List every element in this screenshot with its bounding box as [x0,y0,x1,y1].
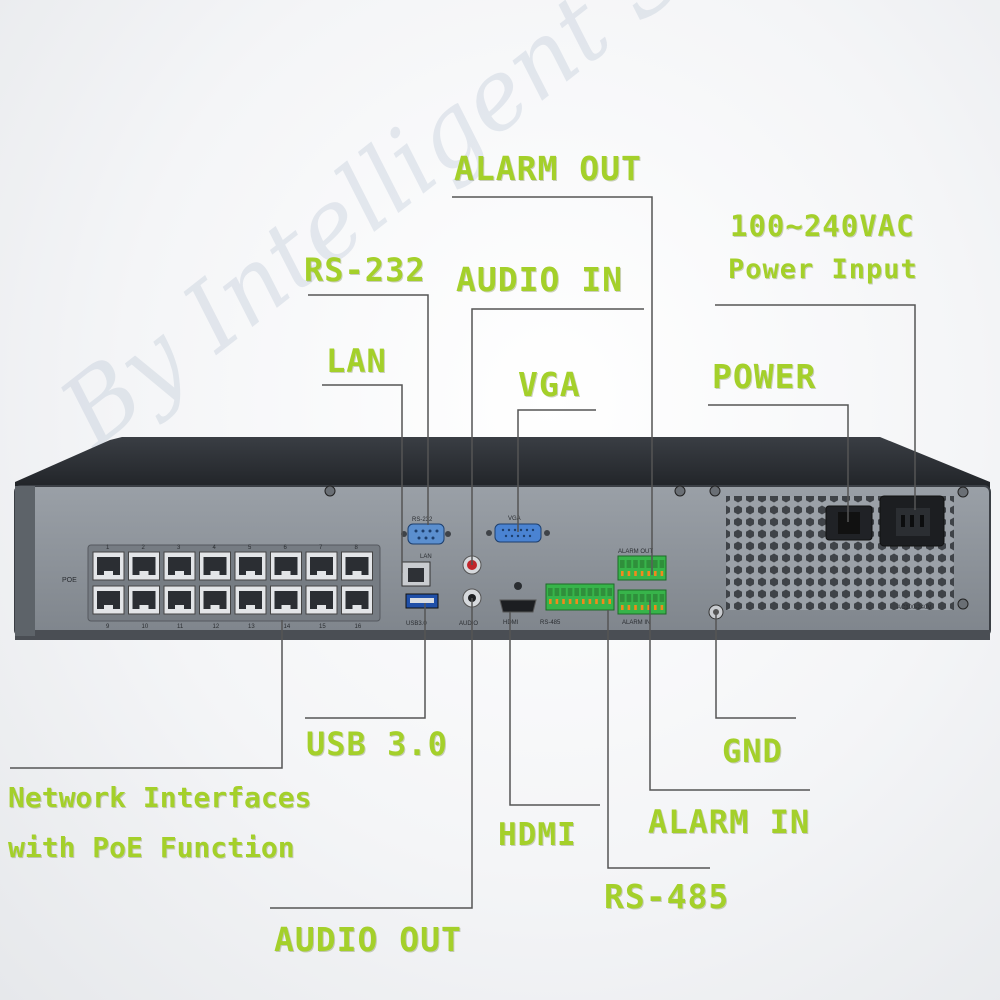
ac-panel-label: AC100-240V [897,605,931,611]
leader-lines [10,196,916,909]
rs232-port [407,523,445,545]
label-rs232: RS-232 [304,251,426,289]
poe-label: POE [62,577,77,584]
usb-panel-label: USB3.0 [406,621,427,627]
label-poe-function: with PoE Function [8,831,295,864]
port-number: 11 [177,624,184,630]
label-hdmi: HDMI [498,817,577,853]
port-number: 9 [106,624,110,630]
port-number: 3 [177,545,181,551]
alarm-out-panel-label: ALARM OUT [618,549,653,555]
port-number: 2 [142,545,146,551]
screw [957,598,969,610]
label-gnd: GND [722,732,783,770]
port-number: 5 [248,545,252,551]
port-number: 12 [213,624,220,630]
port-number: 13 [248,624,255,630]
rs232-panel-label: RS-232 [412,517,433,523]
label-alarm-in: ALARM IN [648,803,811,841]
rs485-terminal [545,583,615,611]
port-number: 6 [284,545,288,551]
port-number: 15 [319,624,326,630]
port-number: 7 [319,545,323,551]
port-number: 1 [106,545,110,551]
label-alarm-out: ALARM OUT [454,149,642,188]
screw [957,486,969,498]
screw [324,485,336,497]
rj45-ports [92,551,373,615]
label-audio-out: AUDIO OUT [274,920,462,959]
label-vga: VGA [518,365,581,404]
screw [709,485,721,497]
port-number: 4 [213,545,217,551]
hdmi-panel-label: HDMI [503,620,519,626]
hdmi-port [499,599,537,613]
port-number: 16 [355,624,362,630]
alarm-in-panel-label: ALARM IN [622,620,650,626]
label-audio-in: AUDIO IN [456,260,623,299]
lan-panel-label: LAN [420,554,432,560]
label-power-input: Power Input [728,254,918,285]
port-number: 8 [355,545,359,551]
label-lan: LAN [326,342,387,380]
port-number: 14 [284,624,291,630]
label-rs485: RS-485 [604,877,730,916]
label-power: POWER [712,357,817,396]
port-number: 10 [142,624,149,630]
audio-panel-label: AUDIO [459,621,478,627]
screw [674,485,686,497]
chassis-top [15,437,990,492]
label-network-interfaces: Network Interfaces [8,781,312,814]
label-power-input-voltage: 100~240VAC [730,209,915,243]
rs485-panel-label: RS-485 [540,620,561,626]
vga-panel-label: VGA [508,516,521,522]
label-usb: USB 3.0 [306,725,448,763]
